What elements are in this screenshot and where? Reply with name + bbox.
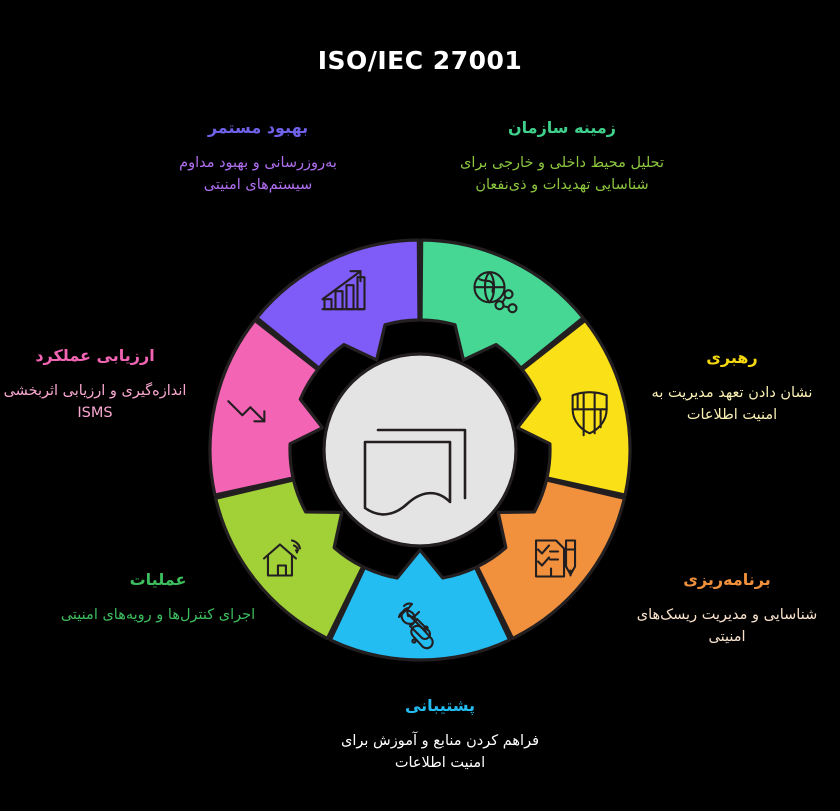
label-evaluation: ارزیابی عملکرد اندازه‌گیری و ارزیابی اثر… <box>0 344 190 425</box>
shield-icon <box>571 391 608 437</box>
wheel-segment-support[interactable] <box>328 548 512 662</box>
label-improvement: بهبود مستمر به‌روزرسانی و بهبود مداوم سی… <box>148 116 368 197</box>
wheel-hub <box>322 352 518 548</box>
label-evaluation-desc: اندازه‌گیری و ارزیابی اثربخشی ISMS <box>3 383 187 422</box>
wheel-segment-improvement[interactable] <box>255 238 421 370</box>
label-improvement-heading: بهبود مستمر <box>207 118 309 137</box>
label-planning-heading: برنامه‌ریزی <box>683 570 771 589</box>
label-support-heading: پشتیبانی <box>404 696 476 715</box>
label-support-desc: فراهم کردن منابع و آموزش برای امنیت اطلا… <box>340 733 540 772</box>
wheel-segment-operation[interactable] <box>214 478 365 641</box>
wheel-segment-context[interactable] <box>419 238 585 370</box>
label-operation-heading: عملیات <box>129 570 187 589</box>
wheel-segment-evaluation[interactable] <box>208 318 325 497</box>
checklist-pen-icon <box>534 539 577 578</box>
label-operation: عملیات اجرای کنترل‌ها و رویه‌های امنیتی <box>58 568 258 626</box>
document-icon <box>363 428 467 516</box>
label-operation-desc: اجرای کنترل‌ها و رویه‌های امنیتی <box>60 607 256 623</box>
label-planning: برنامه‌ریزی شناسایی و مدیریت ریسک‌های ام… <box>622 568 832 649</box>
tools-icon <box>397 602 434 650</box>
globe-network-icon <box>473 271 518 314</box>
label-context-desc: تحلیل محیط داخلی و خارجی برای شناسایی ته… <box>459 155 665 194</box>
wheel-svg <box>208 238 632 662</box>
growth-chart-icon <box>321 270 366 311</box>
label-leadership-desc: نشان دادن تعهد مدیریت به امنیت اطلاعات <box>651 385 813 424</box>
wheel-segment-leadership[interactable] <box>515 318 632 497</box>
label-support: پشتیبانی فراهم کردن منابع و آموزش برای ا… <box>330 694 550 775</box>
label-leadership-heading: رهبری <box>706 348 758 367</box>
smart-home-icon <box>262 539 302 577</box>
label-planning-desc: شناسایی و مدیریت ریسک‌های امنیتی <box>636 607 818 646</box>
declining-arrow-icon <box>227 400 266 423</box>
iso-cycle-wheel <box>200 230 640 670</box>
page-title: ISO/IEC 27001 <box>317 46 523 75</box>
label-evaluation-heading: ارزیابی عملکرد <box>35 346 155 365</box>
label-context-heading: زمینه سازمان <box>508 118 616 137</box>
label-context: زمینه سازمان تحلیل محیط داخلی و خارجی بر… <box>452 116 672 197</box>
label-leadership: رهبری نشان دادن تعهد مدیریت به امنیت اطل… <box>632 346 832 427</box>
label-improvement-desc: به‌روزرسانی و بهبود مداوم سیستم‌های امنی… <box>179 155 337 194</box>
